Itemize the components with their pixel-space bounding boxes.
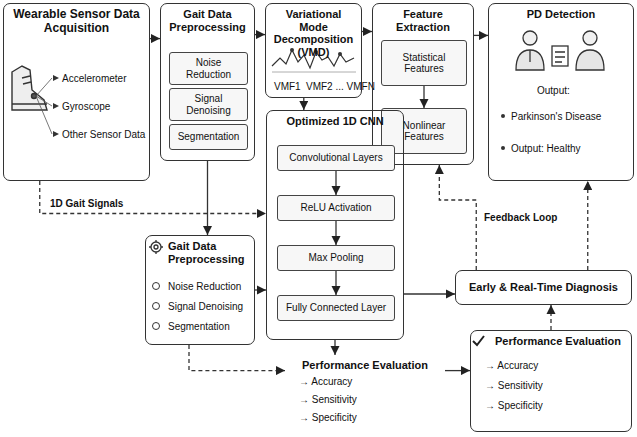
connector bbox=[335, 271, 336, 295]
list-item: Segmentation bbox=[168, 320, 230, 334]
box-heading: Gait Data Preprocessing bbox=[161, 4, 254, 33]
panel-box: PD DetectionOutput: Parkinson's DiseaseOu… bbox=[488, 3, 634, 181]
dashed-connector bbox=[587, 181, 588, 270]
list-item: Noise Reduction bbox=[168, 280, 241, 294]
connector bbox=[255, 34, 265, 35]
box-label: Segmentation bbox=[178, 131, 240, 143]
process-box: Fully Connected Layer bbox=[277, 295, 395, 321]
list-item: → Sensitivity bbox=[485, 379, 543, 393]
process-box: ReLU Activation bbox=[277, 195, 395, 221]
list-item: Parkinson's Disease bbox=[511, 110, 601, 124]
box-heading: Wearable Sensor Data Acquisition bbox=[4, 4, 149, 36]
list-item: → Accuracy bbox=[485, 359, 538, 373]
box-heading: Early & Real-Time Diagnosis bbox=[456, 271, 631, 294]
connector bbox=[255, 289, 266, 290]
process-box: Signal Denoising bbox=[169, 88, 248, 121]
list-item: Output: Healthy bbox=[511, 142, 580, 156]
connector bbox=[474, 35, 488, 36]
panel-box: Variational Mode Decomposition (VMD) VMF1… bbox=[265, 3, 362, 98]
process-box: Segmentation bbox=[169, 124, 248, 150]
box-label: Signal Denoising bbox=[173, 93, 244, 116]
connector bbox=[150, 38, 160, 39]
connector-label: 1D Gait Signals bbox=[48, 198, 125, 210]
list-item: → Specificity bbox=[485, 399, 543, 413]
panel-box: Gait Data PreprocessingNoise ReductionSi… bbox=[145, 235, 255, 345]
box-label: Nonlinear Features bbox=[385, 120, 463, 143]
list-item: → Accuracy bbox=[299, 375, 352, 389]
list-item: Accelerometer bbox=[62, 72, 126, 86]
pd-bullets bbox=[501, 114, 505, 150]
connector bbox=[362, 31, 372, 32]
box-heading: Gait Data Preprocessing bbox=[146, 236, 254, 265]
connector bbox=[423, 86, 424, 108]
process-box: Noise Reduction bbox=[169, 52, 248, 85]
list-item: → Sensitivity bbox=[299, 393, 357, 407]
connector bbox=[445, 370, 470, 371]
dashed-connector bbox=[40, 181, 266, 214]
list-item: Gyroscope bbox=[62, 100, 110, 114]
box-heading: Variational Mode Decomposition (VMD) bbox=[266, 4, 361, 59]
panel-box: Performance Evaluation → Accuracy → Sensit… bbox=[470, 330, 632, 432]
connector bbox=[303, 98, 304, 110]
connector-label: Feedback Loop bbox=[482, 212, 559, 224]
shoe-icon bbox=[12, 66, 47, 110]
box-label: Statistical Features bbox=[385, 52, 463, 75]
connector bbox=[335, 221, 336, 245]
item-markers bbox=[153, 283, 160, 330]
process-box: Statistical Features bbox=[381, 40, 467, 86]
doctor-icons bbox=[516, 31, 604, 70]
process-box: Max Pooling bbox=[277, 245, 395, 271]
list-item: Output: bbox=[537, 84, 570, 98]
panel-box: Convolutional LayersReLU ActivationMax P… bbox=[266, 110, 404, 340]
connector bbox=[207, 161, 208, 235]
check-mark bbox=[473, 336, 484, 345]
dashed-connector bbox=[439, 165, 476, 270]
panel-box: Early & Real-Time Diagnosis bbox=[455, 270, 632, 305]
box-label: Convolutional Layers bbox=[289, 152, 382, 164]
connector bbox=[335, 171, 336, 195]
process-box: Convolutional Layers bbox=[277, 145, 395, 171]
box-label: Noise Reduction bbox=[173, 57, 244, 80]
connector bbox=[334, 340, 335, 355]
box-label: ReLU Activation bbox=[300, 202, 371, 214]
box-label: Max Pooling bbox=[308, 252, 363, 264]
box-heading: Performance Evaluation bbox=[471, 331, 631, 348]
dashed-connector bbox=[189, 345, 285, 371]
box-heading: Optimized 1D CNN bbox=[267, 111, 403, 128]
box-heading: PD Detection bbox=[489, 4, 633, 21]
connector bbox=[404, 293, 455, 294]
panel-box: Noise ReductionSignal DenoisingSegmentat… bbox=[160, 3, 255, 161]
list-item: → Specificity bbox=[299, 411, 357, 425]
list-item: Other Sensor Data bbox=[62, 128, 145, 142]
dashed-connector bbox=[550, 305, 551, 330]
panel-box: Statistical FeaturesNonlinear Features Fe… bbox=[372, 3, 474, 165]
gear-icon bbox=[149, 240, 163, 254]
box-heading: Performance Evaluation bbox=[285, 355, 445, 372]
list-item: VMF2 ... VMFN bbox=[306, 80, 375, 94]
box-heading: Feature Extraction bbox=[373, 4, 473, 33]
panel-box: Performance Evaluation → Accuracy → Sensit… bbox=[285, 355, 445, 433]
box-label: Fully Connected Layer bbox=[286, 302, 386, 314]
list-item: Signal Denoising bbox=[168, 300, 243, 314]
panel-box: Wearable Sensor Data AcquisitionAccelero… bbox=[3, 3, 150, 181]
list-arrows bbox=[36, 75, 59, 137]
list-item: VMF1 bbox=[274, 80, 301, 94]
